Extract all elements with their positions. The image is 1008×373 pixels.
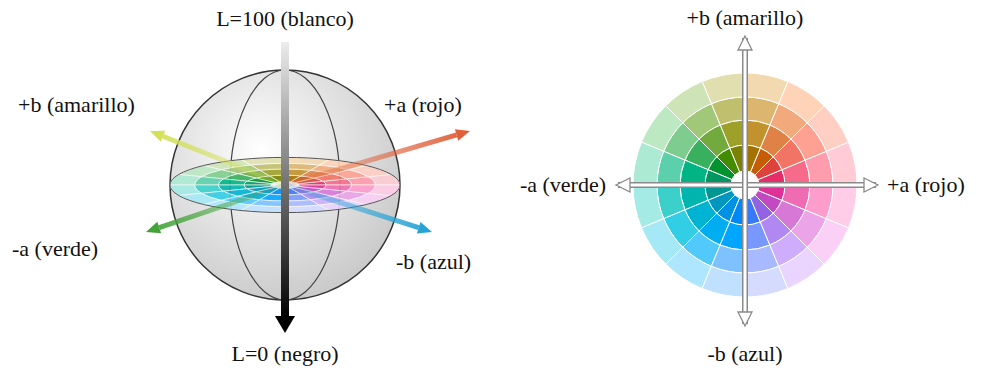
disc-color-cell bbox=[170, 174, 202, 185]
axis-label: -b (azul) bbox=[707, 341, 782, 367]
wheel-color-cell bbox=[680, 160, 708, 185]
axis-label: +b (amarillo) bbox=[687, 5, 804, 31]
wheel-color-cell bbox=[702, 266, 745, 297]
disc-color-cell bbox=[244, 181, 272, 185]
wheel-color-cell bbox=[745, 73, 788, 104]
lightness-axis bbox=[281, 42, 289, 318]
a-minus-arrow-head bbox=[146, 222, 161, 233]
axis-label: -a (verde) bbox=[520, 172, 606, 198]
b-plus-arrow bbox=[163, 136, 285, 185]
axis-label: +a (rojo) bbox=[384, 92, 462, 118]
wheel-color-cell bbox=[782, 185, 810, 210]
disc-color-cell bbox=[368, 185, 400, 196]
b-minus-arrow bbox=[285, 185, 419, 228]
lab-sphere bbox=[146, 42, 470, 333]
axis-label: -b (azul) bbox=[396, 249, 471, 275]
disc-color-cell bbox=[323, 185, 352, 191]
a-minus-arrow bbox=[159, 185, 285, 228]
wheel-color-cell bbox=[826, 185, 857, 228]
color-wheel bbox=[616, 36, 878, 326]
wheel-color-cell bbox=[745, 120, 770, 148]
axis-label: +b (amarillo) bbox=[18, 92, 135, 118]
lightness-arrowhead bbox=[275, 316, 295, 333]
axis-label: L=0 (negro) bbox=[231, 341, 338, 367]
axis-label: L=100 (blanco) bbox=[216, 6, 354, 32]
b-minus-arrow-head bbox=[417, 222, 432, 233]
b-plus-arrow-head bbox=[150, 131, 165, 142]
axis-label: -a (verde) bbox=[12, 236, 98, 262]
disc-color-cell bbox=[218, 179, 247, 185]
wheel-color-cell bbox=[720, 222, 745, 250]
a-plus-arrow bbox=[285, 135, 457, 185]
b-axis-arrow bbox=[738, 36, 752, 326]
axis-label: +a (rojo) bbox=[887, 172, 965, 198]
wheel-color-cell bbox=[633, 142, 664, 185]
a-plus-arrow-head bbox=[455, 129, 470, 141]
